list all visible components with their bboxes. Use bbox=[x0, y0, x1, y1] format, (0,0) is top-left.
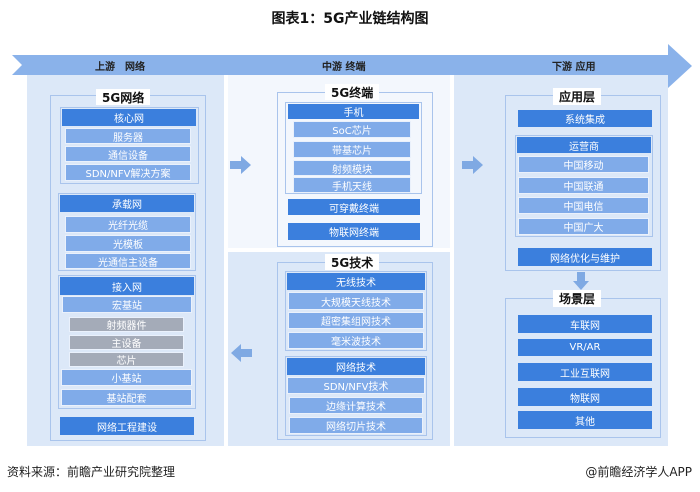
engineering: 网络工程建设 bbox=[60, 417, 194, 435]
core-item: 通信设备 bbox=[65, 146, 191, 162]
core-header: 核心网 bbox=[62, 109, 196, 126]
phone-group bbox=[285, 102, 422, 194]
wireless-item: 毫米波技术 bbox=[288, 332, 424, 349]
core-item: SDN/NFV解决方案 bbox=[65, 164, 191, 181]
phone-header: 手机 bbox=[288, 104, 419, 119]
brand-note: @前瞻经济学人APP bbox=[585, 465, 692, 479]
network-tech-item: 网络切片技术 bbox=[289, 417, 423, 434]
wireless-item: 大规模天线技术 bbox=[288, 292, 424, 310]
access-header: 接入网 bbox=[60, 277, 194, 295]
flow-arrow-band bbox=[12, 44, 692, 88]
bearer-group bbox=[58, 193, 196, 271]
operator-item: 中国联通 bbox=[518, 177, 649, 194]
macro-item: 射频器件 bbox=[69, 317, 184, 332]
network-tech-group bbox=[285, 356, 427, 436]
arrow-right-icon bbox=[462, 156, 483, 174]
bearer-item: 光通信主设备 bbox=[65, 253, 191, 269]
stage-midstream: 中游 终端 bbox=[322, 62, 366, 73]
core-item: 服务器 bbox=[65, 128, 191, 144]
iot-terminal: 物联网终端 bbox=[288, 223, 420, 240]
wireless-group bbox=[285, 271, 427, 351]
operator-item: 中国广大 bbox=[518, 218, 649, 235]
macro-station: 宏基站 bbox=[62, 296, 192, 313]
operator-item: 中国电信 bbox=[518, 197, 649, 214]
macro-item: 主设备 bbox=[69, 335, 184, 350]
phone-item: 带基芯片 bbox=[293, 141, 411, 158]
arrow-right-icon bbox=[230, 156, 251, 174]
scenario-item: 车联网 bbox=[518, 315, 652, 333]
scenario-item: 物联网 bbox=[518, 388, 652, 406]
phone-item: 手机天线 bbox=[293, 177, 411, 193]
wearable-terminal: 可穿戴终端 bbox=[288, 199, 420, 215]
access-group bbox=[58, 275, 196, 409]
stage-downstream: 下游 应用 bbox=[552, 62, 596, 73]
bearer-header: 承载网 bbox=[60, 195, 194, 212]
phone-item: 射频模块 bbox=[293, 160, 411, 176]
wireless-item: 超密集组网技术 bbox=[288, 312, 424, 329]
scenario-item: 其他 bbox=[518, 411, 652, 429]
network-label: 5G网络 bbox=[96, 89, 151, 105]
chart-title: 图表1：5G产业链结构图 bbox=[271, 11, 429, 27]
core-group bbox=[60, 107, 199, 184]
bearer-item: 光纤光缆 bbox=[65, 216, 191, 233]
system-integration: 系统集成 bbox=[518, 110, 652, 127]
operator-item: 中国移动 bbox=[518, 156, 649, 173]
source-note: 资料来源：前瞻产业研究院整理 bbox=[7, 465, 176, 479]
bearer-item: 光模板 bbox=[65, 235, 191, 252]
application-label: 应用层 bbox=[553, 88, 602, 105]
operators-header: 运营商 bbox=[517, 137, 651, 153]
phone-item: SoC芯片 bbox=[293, 121, 411, 138]
station-support: 基站配套 bbox=[61, 389, 192, 406]
scenario-item: VR/AR bbox=[518, 339, 652, 356]
small-station: 小基站 bbox=[61, 369, 192, 386]
scenario-item: 工业互联网 bbox=[518, 363, 652, 381]
network-tech-item: SDN/NFV技术 bbox=[287, 377, 425, 394]
operators-group bbox=[515, 135, 653, 237]
stage-upstream: 上游 网络 bbox=[95, 62, 145, 73]
arrow-left-icon bbox=[231, 344, 252, 362]
network-optimization: 网络优化与维护 bbox=[518, 248, 652, 266]
macro-item: 芯片 bbox=[69, 352, 184, 367]
wireless-header: 无线技术 bbox=[287, 273, 425, 290]
tech-label: 5G技术 bbox=[325, 254, 380, 270]
network-tech-item: 边缘计算技术 bbox=[289, 397, 423, 414]
network-tech-header: 网络技术 bbox=[287, 358, 425, 375]
scenario-label: 场景层 bbox=[553, 290, 602, 307]
arrow-down-icon bbox=[573, 272, 589, 290]
terminal-label: 5G终端 bbox=[325, 84, 380, 100]
